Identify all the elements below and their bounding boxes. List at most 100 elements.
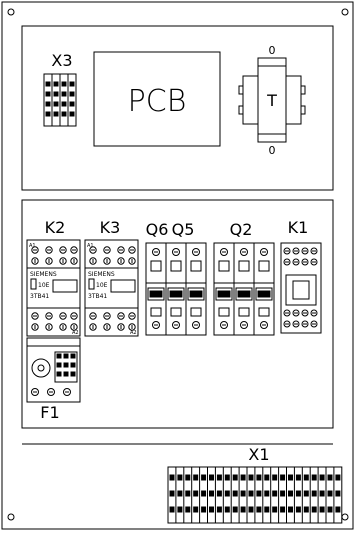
relay-terminal-screw bbox=[310, 320, 318, 328]
top-screw-row bbox=[31, 246, 78, 265]
screw-terminal bbox=[59, 246, 67, 254]
breaker-pole-body bbox=[185, 242, 207, 336]
bottom-screw-row bbox=[31, 312, 78, 331]
breaker-screw bbox=[220, 248, 228, 256]
screw-terminal bbox=[117, 257, 125, 265]
breaker-lower-window bbox=[190, 307, 202, 317]
terminal-screw bbox=[177, 490, 183, 497]
terminal-screw bbox=[288, 474, 293, 481]
q6-label: Q6 bbox=[146, 220, 169, 239]
terminal-screw bbox=[61, 91, 67, 97]
terminal-screw bbox=[69, 111, 75, 117]
bottom-screw-row bbox=[89, 312, 136, 331]
screw-terminal bbox=[45, 312, 53, 320]
model-code-text: 3TB41 bbox=[30, 293, 49, 300]
screw-terminal bbox=[45, 323, 53, 331]
terminal-screw bbox=[224, 490, 230, 497]
k3-label: K3 bbox=[100, 218, 121, 237]
coil-terminal-a1: A1 bbox=[87, 243, 94, 249]
screw-terminal bbox=[59, 323, 67, 331]
coil-terminal-a2: A2 bbox=[130, 330, 137, 336]
label-window bbox=[110, 279, 136, 293]
breaker-toggle-housing bbox=[147, 287, 165, 301]
relay-terminal-screw bbox=[283, 309, 291, 317]
relay-terminal-screw bbox=[310, 258, 318, 266]
relay-terminal-screw bbox=[310, 247, 318, 255]
screw-terminal bbox=[45, 246, 53, 254]
relay-terminal-screw bbox=[301, 258, 309, 266]
breaker-screw bbox=[260, 248, 268, 256]
screw-terminal bbox=[128, 323, 136, 331]
breaker-toggle bbox=[169, 290, 183, 298]
terminal-screw bbox=[288, 506, 293, 513]
relay-terminal bbox=[63, 362, 69, 368]
breaker-screw bbox=[260, 321, 268, 329]
terminal-screw bbox=[256, 506, 262, 513]
breaker-q2-pole bbox=[213, 242, 235, 336]
relay-terminal-screw bbox=[301, 309, 309, 317]
relay-terminal-screw bbox=[301, 320, 309, 328]
k1-label: K1 bbox=[288, 218, 309, 237]
relay-terminal-screw bbox=[292, 258, 300, 266]
terminal-screw bbox=[240, 506, 246, 513]
breaker-screw bbox=[172, 248, 180, 256]
terminal-slot bbox=[67, 73, 77, 127]
relay-terminal-screw bbox=[292, 309, 300, 317]
terminal-screw bbox=[272, 490, 278, 497]
terminal-screw bbox=[216, 490, 222, 497]
mounting-hole-top-right bbox=[341, 8, 349, 16]
relay-terminal bbox=[70, 353, 76, 359]
breaker-q6-q5-pole bbox=[185, 242, 207, 336]
dial-center bbox=[37, 364, 45, 372]
breaker-lower-window bbox=[238, 307, 250, 317]
terminal-screw bbox=[201, 490, 207, 497]
terminal-screw bbox=[248, 490, 254, 497]
terminal-screw bbox=[327, 474, 333, 481]
terminal-screw bbox=[240, 490, 246, 497]
terminal-screw bbox=[224, 474, 230, 481]
terminal-screw bbox=[295, 506, 301, 513]
terminal-screw bbox=[319, 490, 325, 497]
terminal-screw bbox=[45, 101, 51, 107]
terminal-screw bbox=[335, 490, 341, 497]
terminal-screw bbox=[240, 474, 246, 481]
terminal-screw bbox=[185, 506, 191, 513]
terminal-screw bbox=[45, 111, 51, 117]
terminal-screw bbox=[209, 506, 214, 513]
screw-terminal bbox=[103, 312, 111, 320]
terminal-screw bbox=[169, 490, 175, 497]
mounting-hole-bottom-right bbox=[341, 513, 349, 521]
breaker-label-window bbox=[218, 260, 230, 272]
terminal-screw bbox=[61, 81, 67, 87]
screw-terminal bbox=[59, 312, 67, 320]
x1-terminal-block bbox=[167, 466, 343, 524]
screw-terminal bbox=[117, 323, 125, 331]
q2-label: Q2 bbox=[230, 220, 253, 239]
screw-terminal bbox=[128, 312, 136, 320]
relay-terminal-screw bbox=[310, 309, 318, 317]
terminal-screw bbox=[232, 506, 238, 513]
transformer-right-winding bbox=[301, 85, 306, 115]
screw-terminal bbox=[89, 323, 97, 331]
breaker-screw bbox=[240, 321, 248, 329]
relay-terminal-screw bbox=[283, 320, 291, 328]
terminal-screw bbox=[53, 111, 59, 117]
relay-terminal bbox=[70, 362, 76, 368]
terminal-screw bbox=[216, 506, 222, 513]
terminal-screw bbox=[53, 101, 59, 107]
terminal-screw bbox=[216, 474, 222, 481]
terminal-screw bbox=[272, 506, 278, 513]
breaker-toggle-housing bbox=[235, 287, 253, 301]
terminal-screw bbox=[295, 474, 301, 481]
screw-terminal bbox=[89, 312, 97, 320]
breaker-toggle bbox=[149, 290, 163, 298]
screw-terminal bbox=[103, 323, 111, 331]
mounting-hole-top-left bbox=[7, 8, 15, 16]
terminal-screw bbox=[327, 506, 333, 513]
x3-terminal-block bbox=[43, 73, 77, 127]
terminal-screw bbox=[61, 111, 67, 117]
relay-bottom-screws bbox=[31, 388, 71, 396]
breaker-toggle bbox=[237, 290, 251, 298]
terminal-screw bbox=[201, 474, 207, 481]
